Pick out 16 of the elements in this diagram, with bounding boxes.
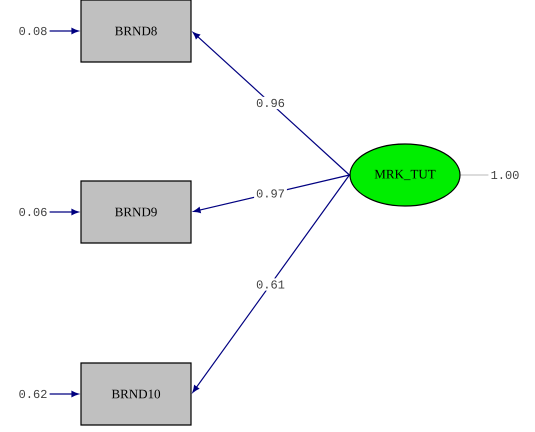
edge-label: 0.96 [254, 96, 287, 110]
edge-label: 0.97 [254, 187, 287, 200]
error-variance-label: 0.62 [19, 390, 47, 398]
observed-variable-box: BRND10 [80, 362, 192, 426]
edge-label: 0.61 [254, 278, 287, 291]
observed-variable-box: BRND8 [80, 0, 192, 63]
variance-label: 1.00 [491, 170, 519, 180]
error-arrow [50, 390, 79, 398]
path-arrow [192, 174, 350, 393]
connector-line [460, 174, 489, 176]
observed-variable-box: BRND9 [80, 180, 192, 244]
error-variance-label: 0.08 [19, 26, 47, 36]
error-arrow [50, 28, 79, 34]
error-variance-label: 0.06 [19, 208, 47, 216]
error-arrow [50, 208, 79, 216]
path-arrow [192, 32, 350, 176]
